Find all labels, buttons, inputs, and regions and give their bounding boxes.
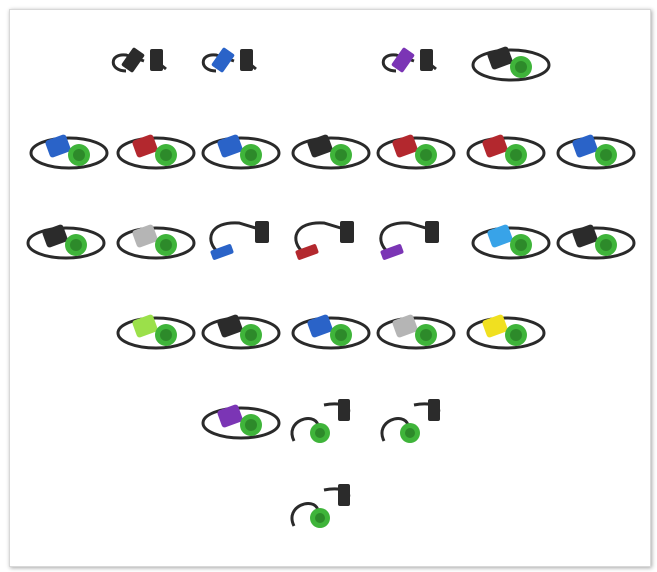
cable-icon xyxy=(291,134,371,170)
cable-icon xyxy=(379,221,439,260)
cable-loop-green-black xyxy=(199,301,283,361)
cable-green-obd-black xyxy=(284,391,368,451)
cable-loop-green-black xyxy=(289,121,373,181)
cable-loop-green-red xyxy=(464,121,548,181)
cable-loop-green-blue xyxy=(27,121,111,181)
cable-icon xyxy=(201,404,281,440)
cable-loop-green-sky xyxy=(469,211,553,271)
cable-icon xyxy=(381,47,437,73)
cable-icon xyxy=(380,399,441,443)
cable-icon xyxy=(111,47,167,73)
cable-loop-green-red xyxy=(114,121,198,181)
cable-loop-green-black xyxy=(24,211,108,271)
cable-icon xyxy=(471,224,551,260)
cable-loop-green-red xyxy=(374,121,458,181)
cable-obd-pair-blue xyxy=(194,33,278,93)
cable-dsub-purple xyxy=(369,211,453,271)
cable-dsub-red xyxy=(284,211,368,271)
cable-dsub-blue xyxy=(199,211,283,271)
cable-loop-green-purple xyxy=(199,391,283,451)
cable-loop-green-lime xyxy=(114,301,198,361)
cable-loop-green-blue xyxy=(554,121,638,181)
cable-icon xyxy=(376,134,456,170)
cable-green-obd-black xyxy=(374,391,458,451)
cable-loop-green-blue xyxy=(289,301,373,361)
cable-loop-green-gray xyxy=(114,211,198,271)
cable-obd-pair-purple xyxy=(374,33,458,93)
cable-icon xyxy=(116,314,196,350)
cable-icon xyxy=(290,484,351,528)
cable-icon xyxy=(291,314,371,350)
cable-loop-green-black xyxy=(469,33,553,93)
cable-obd-pair-black xyxy=(104,33,188,93)
cable-icon xyxy=(201,47,257,73)
cable-icon xyxy=(294,221,354,260)
cable-loop-green-yellow xyxy=(464,301,548,361)
cable-icon xyxy=(29,134,109,170)
cable-icon xyxy=(26,224,106,260)
cable-loop-green-gray xyxy=(374,301,458,361)
cable-green-obd-black xyxy=(284,476,368,536)
product-collage xyxy=(9,9,651,567)
cable-icon xyxy=(556,134,636,170)
cable-loop-green-black xyxy=(554,211,638,271)
cable-icon xyxy=(290,399,351,443)
cable-icon xyxy=(471,46,551,82)
cable-loop-green-blue xyxy=(199,121,283,181)
cable-icon xyxy=(376,314,456,350)
cable-icon xyxy=(201,134,281,170)
cable-icon xyxy=(209,221,269,260)
cable-icon xyxy=(466,314,546,350)
cable-icon xyxy=(466,134,546,170)
cable-icon xyxy=(116,224,196,260)
cable-icon xyxy=(116,134,196,170)
cable-icon xyxy=(201,314,281,350)
cable-icon xyxy=(556,224,636,260)
